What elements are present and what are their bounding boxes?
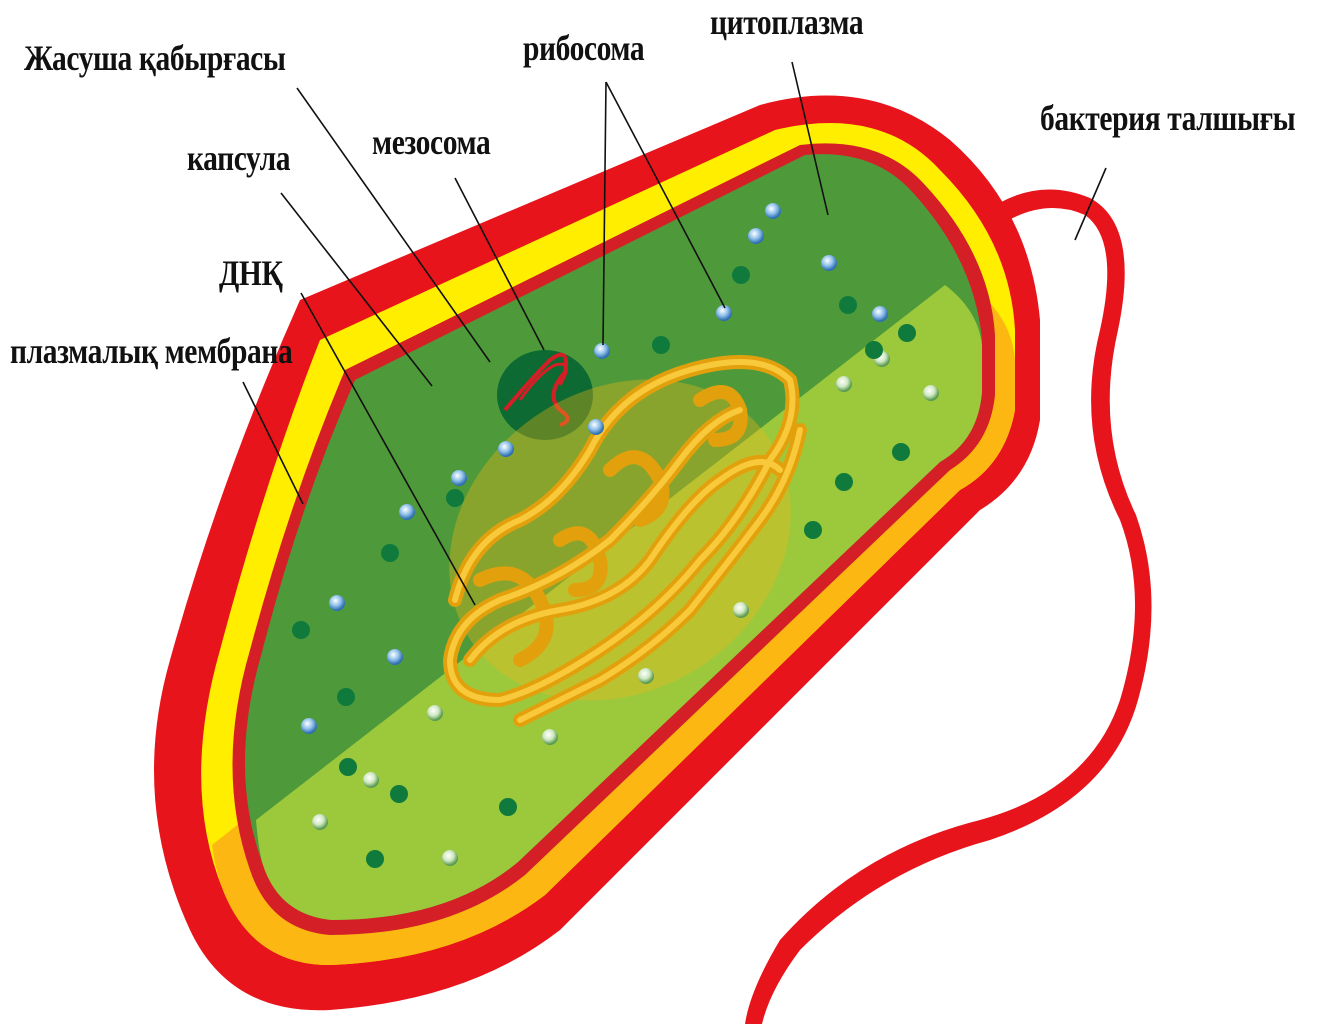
label-mesosome: мезосома (372, 124, 490, 160)
label-capsule: капсула (187, 140, 290, 176)
label-plasma-membrane: плазмалық мембрана (10, 333, 292, 369)
label-ribosome: рибосома (523, 30, 644, 66)
label-dna: ДНҚ (219, 255, 282, 291)
label-cell-wall: Жасуша қабырғасы (24, 40, 286, 76)
label-cytoplasm: цитоплазма (710, 4, 863, 40)
label-flagellum: бактерия талшығы (1040, 100, 1295, 136)
